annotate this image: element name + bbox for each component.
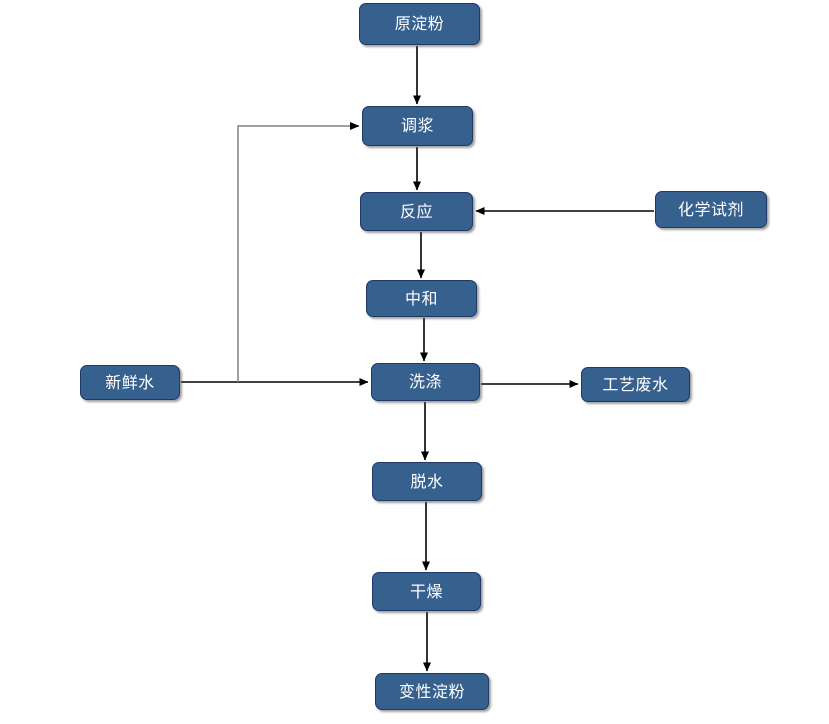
node-label-dewatering: 脱水: [410, 471, 444, 491]
node-raw-starch[interactable]: 原淀粉: [359, 3, 480, 45]
node-label-washing: 洗涤: [408, 372, 442, 391]
node-modified-starch[interactable]: 变性淀粉: [375, 673, 489, 710]
node-reaction[interactable]: 反应: [360, 192, 473, 231]
node-label-chemical-reagent: 化学试剂: [677, 199, 744, 219]
node-label-slurry: 调浆: [400, 116, 434, 135]
node-drying[interactable]: 干燥: [372, 572, 481, 611]
node-process-wastewater[interactable]: 工艺废水: [581, 367, 690, 402]
node-label-fresh-water: 新鲜水: [105, 372, 155, 392]
node-dewatering[interactable]: 脱水: [372, 462, 482, 501]
edge-recycle-to-slurry: [237, 125, 359, 382]
node-label-neutralization: 中和: [404, 288, 438, 308]
node-fresh-water[interactable]: 新鲜水: [80, 365, 180, 400]
node-slurry[interactable]: 调浆: [362, 106, 473, 146]
node-label-process-wastewater: 工艺废水: [602, 374, 669, 394]
node-washing[interactable]: 洗涤: [371, 363, 480, 401]
node-neutralization[interactable]: 中和: [366, 280, 477, 317]
node-label-drying: 干燥: [409, 581, 443, 601]
edge-recycle-arrowhead: [350, 122, 360, 130]
node-chemical-reagent[interactable]: 化学试剂: [655, 191, 767, 228]
node-label-raw-starch: 原淀粉: [394, 14, 445, 33]
node-label-modified-starch: 变性淀粉: [398, 681, 465, 701]
node-label-reaction: 反应: [399, 201, 433, 221]
